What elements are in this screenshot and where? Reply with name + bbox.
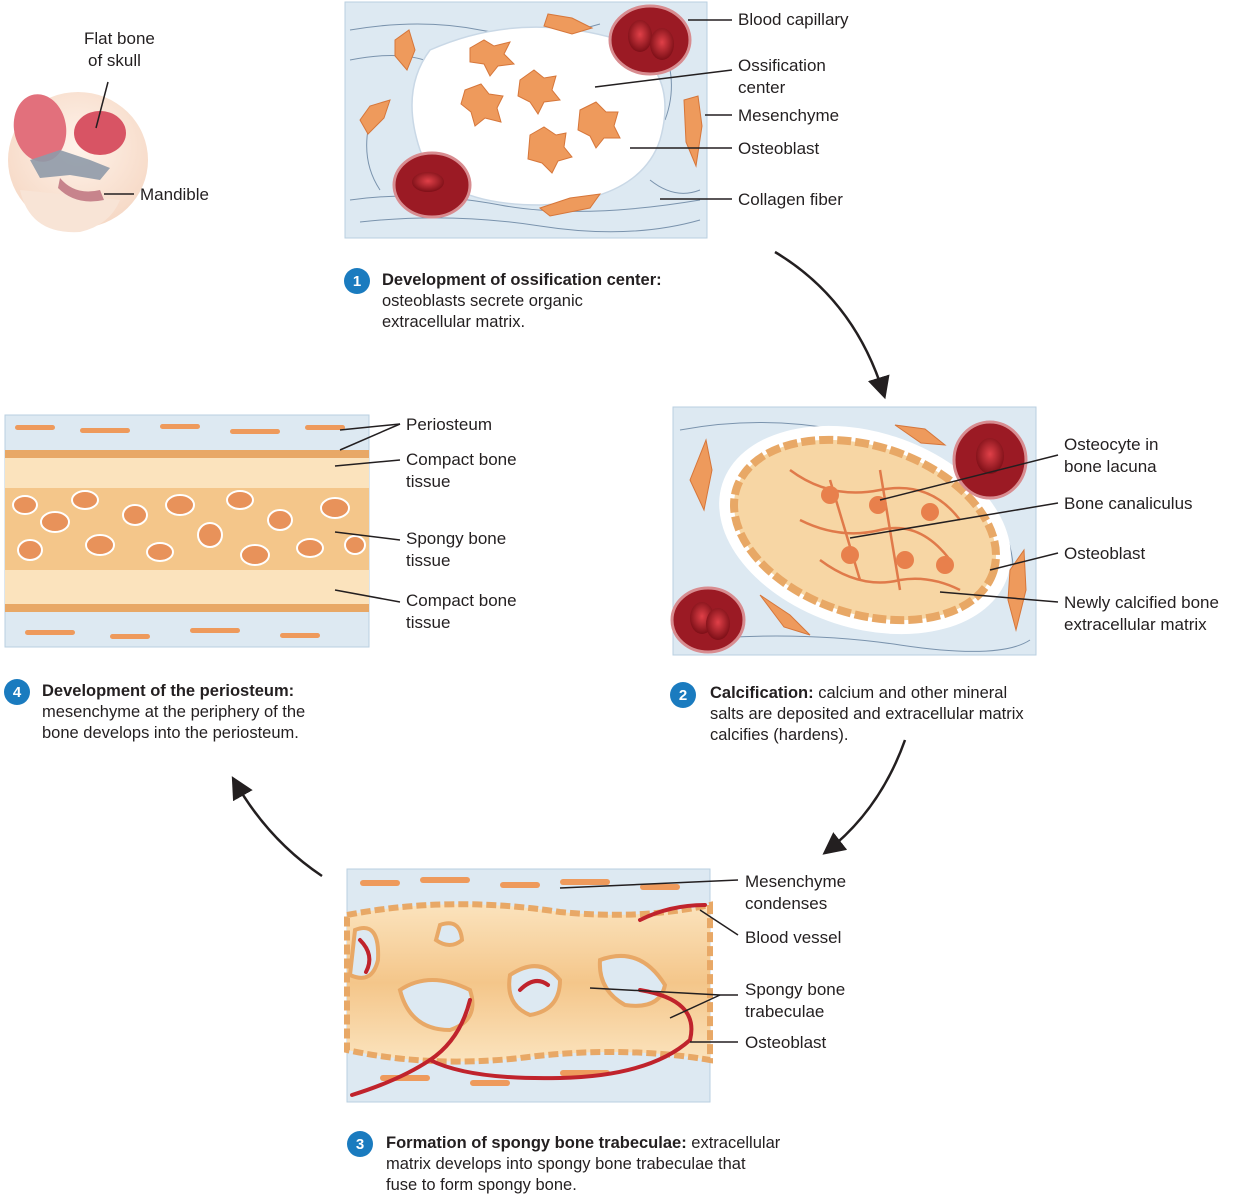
- arrow-2-to-3: [822, 739, 907, 855]
- step-2-line2: salts are deposited and extracellular ma…: [710, 705, 1024, 723]
- panel3-illustration: [344, 868, 713, 1103]
- collagen-fiber-label: Collagen fiber: [738, 190, 843, 209]
- osteoblast-label-p1: Osteoblast: [738, 139, 820, 158]
- mesenchyme-condenses-label-line1: Mesenchyme: [745, 872, 847, 891]
- flat-bone-label-line2: of skull: [88, 51, 141, 70]
- blood-vessel-label: Blood vessel: [745, 928, 842, 947]
- compact-bone-bottom-label-line1: Compact bone: [406, 591, 517, 610]
- flat-bone-label-line1: Flat bone: [84, 29, 155, 48]
- canaliculus-label: Bone canaliculus: [1064, 494, 1193, 513]
- step-1-badge: 1: [344, 268, 370, 294]
- step-3-caption: Formation of spongy bone trabeculae: ext…: [386, 1133, 866, 1196]
- mandible-label: Mandible: [140, 185, 209, 204]
- cycle-arrows: [231, 250, 907, 878]
- step-3-line3: fuse to form spongy bone.: [386, 1176, 577, 1194]
- blood-capillary-label: Blood capillary: [738, 10, 849, 29]
- step-1-line2: extracellular matrix.: [382, 313, 526, 331]
- flat-bone-of-skull: [74, 111, 126, 155]
- panel3-leaders: [559, 879, 739, 1043]
- step-1-line1: osteoblasts secrete organic: [382, 292, 583, 310]
- arrow-3-to-4: [231, 776, 323, 878]
- step-1-caption: Development of ossification center: oste…: [382, 270, 742, 333]
- step-4-caption: Development of the periosteum: mesenchym…: [42, 681, 402, 744]
- step-1-title: Development of ossification center:: [382, 271, 662, 289]
- step-2-badge: 2: [670, 682, 696, 708]
- periosteum-label: Periosteum: [406, 415, 492, 434]
- spongy-bone-label-line2: tissue: [406, 551, 451, 570]
- osteocyte-label-line1: Osteocyte in: [1064, 435, 1159, 454]
- calcified-matrix-label-line2: extracellular matrix: [1064, 615, 1207, 634]
- compact-bone-bottom-label-line2: tissue: [406, 613, 451, 632]
- osteoblast-label-p2: Osteoblast: [1064, 544, 1146, 563]
- step-3-badge: 3: [347, 1131, 373, 1157]
- step-2-title: Calcification:: [710, 684, 814, 702]
- panel4-leaders: [334, 423, 401, 603]
- panel1-leaders: [594, 19, 733, 200]
- step-4-title: Development of the periosteum:: [42, 682, 295, 700]
- compact-bone-top-label-line2: tissue: [406, 472, 451, 491]
- mesenchyme-condenses-label-line2: condenses: [745, 894, 828, 913]
- osteocyte-label-line2: bone lacuna: [1064, 457, 1157, 476]
- ossification-center-label-line1: Ossification: [738, 56, 826, 75]
- step-4-line2: bone develops into the periosteum.: [42, 724, 299, 742]
- panel2-illustration: [670, 406, 1037, 656]
- panel1-illustration: [344, 1, 708, 239]
- mesenchyme-label: Mesenchyme: [738, 106, 840, 125]
- ossification-center-label-line2: center: [738, 78, 786, 97]
- step-4-badge: 4: [4, 679, 30, 705]
- step-2-line1: calcium and other mineral: [813, 684, 1008, 702]
- osteoblast-label-p3: Osteoblast: [745, 1033, 827, 1052]
- panel2-leaders: [849, 454, 1059, 603]
- calcified-matrix-label-line1: Newly calcified bone: [1064, 593, 1219, 612]
- step-3-line2: matrix develops into spongy bone trabecu…: [386, 1155, 746, 1173]
- step-3-line1: extracellular: [686, 1134, 781, 1152]
- panel4-illustration: [4, 414, 370, 648]
- fetal-skull-illustration: [8, 92, 148, 233]
- arrow-1-to-2: [774, 250, 890, 400]
- step-2-line3: calcifies (hardens).: [710, 726, 849, 744]
- trabeculae-label-line2: trabeculae: [745, 1002, 825, 1021]
- step-3-title: Formation of spongy bone trabeculae:: [386, 1134, 687, 1152]
- mandible-bone: [58, 178, 104, 202]
- trabeculae-label-line1: Spongy bone: [745, 980, 846, 999]
- step-4-line1: mesenchyme at the periphery of the: [42, 703, 306, 721]
- step-2-caption: Calcification: calcium and other mineral…: [710, 683, 1110, 746]
- flat-bone-leader: [95, 81, 109, 129]
- compact-bone-top-label-line1: Compact bone: [406, 450, 517, 469]
- spongy-bone-label-line1: Spongy bone: [406, 529, 507, 548]
